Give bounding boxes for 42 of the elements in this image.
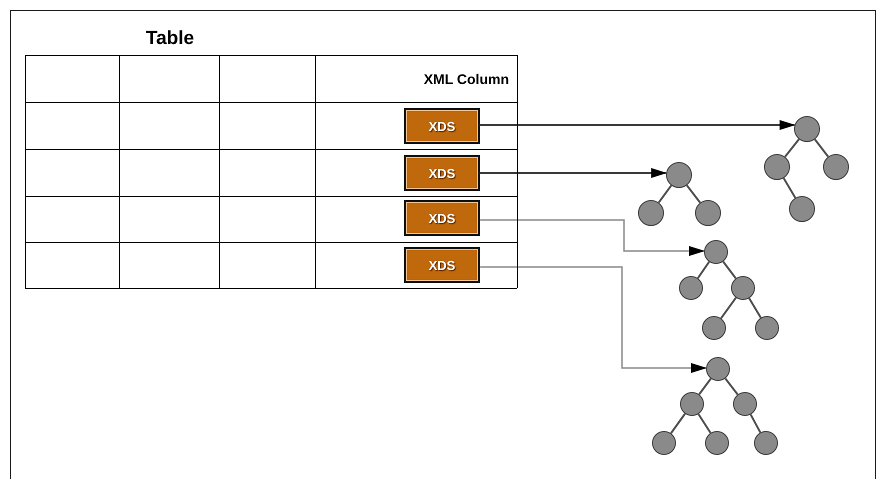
tree-node-circle xyxy=(704,240,728,264)
arrow xyxy=(480,266,708,373)
tree-branch-line xyxy=(720,297,737,319)
tree-node-circle xyxy=(638,200,664,226)
arrow xyxy=(480,168,668,178)
tree-node-circle xyxy=(733,392,757,416)
tree-branch-line xyxy=(750,414,762,433)
tree-node-circle xyxy=(652,431,676,455)
tree-node-circle xyxy=(794,116,820,142)
data-block: XDS xyxy=(404,155,480,191)
tree-branch-line xyxy=(698,414,712,434)
tree-branch-line xyxy=(782,178,796,198)
tree-node-circle xyxy=(702,316,726,340)
data-block: XDS xyxy=(404,108,480,144)
column-header: XML Column xyxy=(422,70,509,88)
tree-node-circle xyxy=(705,431,729,455)
data-block: XDS xyxy=(404,247,480,283)
tree-branch-line xyxy=(697,261,710,279)
tree-branch-line xyxy=(698,378,712,395)
data-block: XDS xyxy=(404,200,480,236)
tree-branch-line xyxy=(748,298,762,318)
tree-branch-line xyxy=(670,413,686,434)
tree-branch-line xyxy=(658,184,672,204)
tree-branch-line xyxy=(814,138,829,158)
tree-node-circle xyxy=(666,162,692,188)
tree-branch-line xyxy=(722,261,737,279)
tree-node-circle xyxy=(695,200,721,226)
tree-branch-line xyxy=(784,138,800,158)
tree-node-circle xyxy=(764,154,790,180)
tree-node-circle xyxy=(755,316,779,340)
tree-node-circle xyxy=(706,357,730,381)
tree-node-circle xyxy=(680,392,704,416)
table-title: Table xyxy=(144,27,196,51)
tree-branch-line xyxy=(724,378,738,396)
tree-node-circle xyxy=(731,276,755,300)
tree-branch-line xyxy=(686,184,701,204)
arrow xyxy=(480,219,706,256)
tree-node-circle xyxy=(754,431,778,455)
tree-node-circle xyxy=(823,154,849,180)
tree-node-circle xyxy=(789,196,815,222)
arrow xyxy=(480,120,796,130)
tree-node-circle xyxy=(679,276,703,300)
